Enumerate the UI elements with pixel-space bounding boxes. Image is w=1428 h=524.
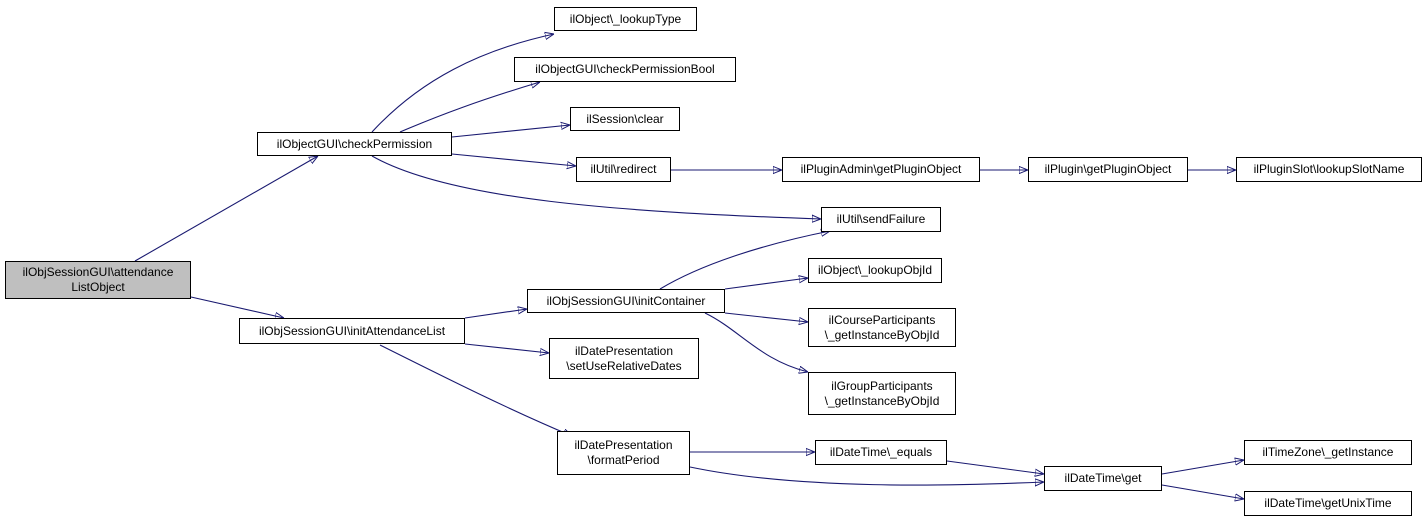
edge-n2-n15 <box>464 343 549 353</box>
node-plugin-slot-lookup-slot-name[interactable]: ilPluginSlot\lookupSlotName <box>1236 157 1422 182</box>
node-check-permission-bool-label: ilObjectGUI\checkPermissionBool <box>535 62 715 76</box>
node-date-time-get-label: ilDateTime\get <box>1064 471 1142 485</box>
node-check-permission[interactable]: ilObjectGUI\checkPermission <box>257 132 452 156</box>
node-lookup-type-label: ilObject\_lookupType <box>569 11 682 26</box>
node-attendance-list-object-line-1: ilObjSessionGUI\attendance <box>22 265 174 279</box>
node-attendance-list-object: ilObjSessionGUI\attendance ListObject <box>5 261 191 299</box>
edge-n2-n16 <box>379 344 572 436</box>
node-set-use-relative-dates-line-2: \setUseRelativeDates <box>566 358 682 373</box>
node-util-redirect[interactable]: ilUtil\redirect <box>576 157 671 182</box>
node-session-clear[interactable]: ilSession\clear <box>570 107 680 131</box>
node-lookup-obj-id-label: ilObject\_lookupObjId <box>817 263 933 277</box>
edge-n11-n14 <box>704 312 808 372</box>
edge-n1-n5 <box>451 125 570 138</box>
node-session-clear-label: ilSession\clear <box>586 111 664 126</box>
node-date-time-equals[interactable]: ilDateTime\_equals <box>815 440 947 465</box>
node-plugin-admin-get-plugin-object[interactable]: ilPluginAdmin\getPluginObject <box>782 157 980 182</box>
node-set-use-relative-dates-line-1: ilDatePresentation <box>574 343 674 358</box>
node-init-container-label: ilObjSessionGUI\initContainer <box>546 293 706 308</box>
node-date-time-get-unix-time[interactable]: ilDateTime\getUnixTime <box>1244 491 1412 516</box>
edge-n1-n6 <box>451 153 576 166</box>
edge-n18-n19 <box>1161 460 1244 475</box>
node-course-participants-line-2: \_getInstanceByObjId <box>824 327 940 342</box>
node-util-redirect-label: ilUtil\redirect <box>590 162 657 176</box>
node-lookup-obj-id[interactable]: ilObject\_lookupObjId <box>808 258 942 283</box>
node-check-permission-label: ilObjectGUI\checkPermission <box>276 136 433 151</box>
edge-n16-n18 <box>689 466 1044 485</box>
node-group-participants[interactable]: ilGroupParticipants \_getInstanceByObjId <box>808 372 956 415</box>
node-plugin-slot-lookup-slot-name-label: ilPluginSlot\lookupSlotName <box>1253 162 1405 176</box>
node-init-attendance-list[interactable]: ilObjSessionGUI\initAttendanceList <box>239 318 465 344</box>
node-group-participants-line-1: ilGroupParticipants <box>831 378 933 393</box>
edge-n1-n4 <box>399 82 540 133</box>
node-time-zone-get-instance-label: ilTimeZone\_getInstance <box>1262 445 1394 459</box>
node-set-use-relative-dates[interactable]: ilDatePresentation \setUseRelativeDates <box>549 338 699 379</box>
node-lookup-type[interactable]: ilObject\_lookupType <box>554 7 697 31</box>
edge-n11-n13 <box>724 312 808 322</box>
node-init-attendance-list-label: ilObjSessionGUI\initAttendanceList <box>258 323 446 338</box>
node-attendance-list-object-line-2: ListObject <box>71 280 125 294</box>
node-util-send-failure-label: ilUtil\sendFailure <box>836 212 926 226</box>
edge-n1-n3 <box>371 34 554 133</box>
node-date-time-get[interactable]: ilDateTime\get <box>1044 466 1162 491</box>
node-time-zone-get-instance[interactable]: ilTimeZone\_getInstance <box>1244 440 1412 465</box>
node-course-participants[interactable]: ilCourseParticipants \_getInstanceByObjI… <box>808 308 956 347</box>
node-date-time-get-unix-time-label: ilDateTime\getUnixTime <box>1264 496 1392 510</box>
node-init-container[interactable]: ilObjSessionGUI\initContainer <box>527 289 725 313</box>
node-format-period-line-1: ilDatePresentation <box>574 438 673 452</box>
node-format-period[interactable]: ilDatePresentation \formatPeriod <box>557 431 690 475</box>
node-check-permission-bool[interactable]: ilObjectGUI\checkPermissionBool <box>514 57 736 82</box>
node-date-time-equals-label: ilDateTime\_equals <box>829 445 933 459</box>
node-format-period-line-2: \formatPeriod <box>587 453 660 467</box>
node-util-send-failure[interactable]: ilUtil\sendFailure <box>821 207 941 232</box>
edge-n0-n2 <box>190 296 284 318</box>
edge-n11-n12 <box>724 278 808 290</box>
edge-n0-n1 <box>134 156 318 262</box>
node-plugin-admin-get-plugin-object-label: ilPluginAdmin\getPluginObject <box>800 162 962 176</box>
node-course-participants-line-1: ilCourseParticipants <box>828 312 936 327</box>
node-group-participants-line-2: \_getInstanceByObjId <box>824 393 940 408</box>
node-plugin-get-plugin-object[interactable]: ilPlugin\getPluginObject <box>1028 157 1188 182</box>
node-plugin-get-plugin-object-label: ilPlugin\getPluginObject <box>1044 162 1172 176</box>
edge-n17-n18 <box>946 460 1044 474</box>
edge-n1-n10 <box>371 155 821 219</box>
edge-n18-n20 <box>1161 484 1244 499</box>
edge-n11-n10 <box>659 231 830 290</box>
edge-n2-n11 <box>464 309 527 319</box>
